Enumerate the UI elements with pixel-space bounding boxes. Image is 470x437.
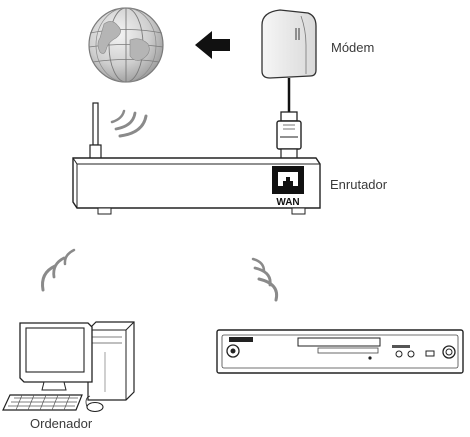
router-icon bbox=[72, 157, 321, 215]
wan-port-label: WAN bbox=[276, 197, 299, 208]
data-flow-arrow-icon bbox=[195, 31, 230, 59]
router-antenna bbox=[89, 102, 102, 160]
modem-icon bbox=[261, 9, 317, 79]
computer-icon bbox=[2, 321, 135, 413]
computer-wireless-signal-icon bbox=[41, 248, 76, 292]
computer-label: Ordenador bbox=[30, 416, 93, 431]
ethernet-cable bbox=[276, 78, 302, 164]
bluray-player-icon bbox=[216, 329, 464, 374]
router-label: Enrutador bbox=[330, 177, 388, 192]
modem-label: Módem bbox=[331, 40, 375, 55]
player-wireless-signal-icon bbox=[251, 257, 279, 302]
internet-globe-icon bbox=[88, 7, 164, 83]
router-wireless-signal-icon bbox=[110, 109, 148, 138]
